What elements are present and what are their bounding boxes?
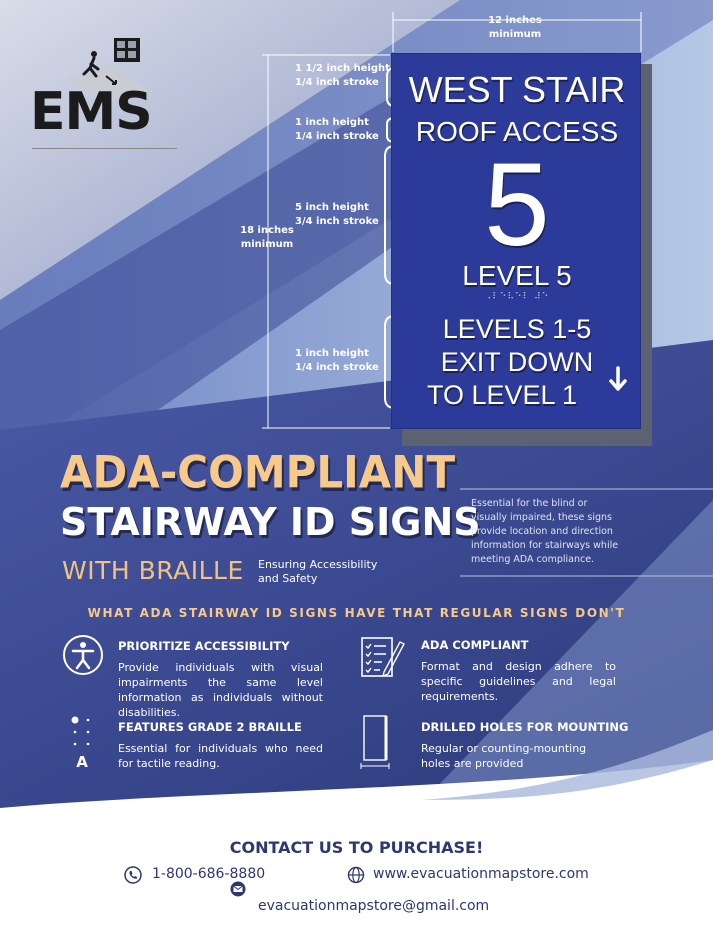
height-note: minimum [240, 239, 294, 250]
contact-phone[interactable]: 1-800-686-8880 [152, 866, 266, 882]
stairway-sign: WEST STAIR ROOF ACCESS 5 LEVEL 5 ⠠⠇⠑⠧⠑⠇ … [391, 53, 641, 429]
description-rule [460, 488, 713, 577]
contact-email[interactable]: evacuationmapstore@gmail.com [258, 898, 490, 914]
accessibility-icon [63, 635, 103, 675]
line4-height: 1 inch height [295, 348, 369, 359]
contact-website[interactable]: www.evacuationmapstore.com [373, 866, 589, 882]
hero-description: Essential for the blind or visually impa… [471, 498, 619, 565]
width-note: minimum [488, 29, 542, 40]
line3-stroke: 3/4 inch stroke [295, 216, 379, 227]
feature-3-body: Essential for individuals who need for t… [118, 742, 323, 770]
feature-2-title: ADA COMPLIANT [421, 638, 529, 652]
line4-stroke: 1/4 inch stroke [295, 362, 379, 373]
sign-number: 5 [484, 139, 550, 271]
line1-stroke: 1/4 inch stroke [295, 77, 379, 88]
hero-tagline: Ensuring Accessibility and Safety [258, 558, 408, 586]
checklist-icon [361, 637, 405, 678]
feature-1-title: PRIORITIZE ACCESSIBILITY [118, 639, 290, 653]
down-arrow-icon [609, 366, 627, 391]
hero-title-line-2: STAIRWAY ID SIGNS [60, 500, 481, 544]
sign-exit-1: LEVELS 1-5 [442, 314, 592, 344]
line2-height: 1 inch height [295, 117, 369, 128]
sign-line-2: ROOF ACCESS [415, 116, 619, 147]
line2-stroke: 1/4 inch stroke [295, 131, 379, 142]
dimension-guides [262, 12, 642, 429]
sign-exit-2: EXIT DOWN [440, 347, 594, 377]
line3-height: 5 inch height [295, 202, 369, 213]
phone-icon [124, 866, 142, 884]
feature-4-body: Regular or counting-mounting holes are p… [421, 742, 587, 770]
feature-3-title: FEATURES GRADE 2 BRAILLE [118, 720, 302, 734]
contact-title: CONTACT US TO PURCHASE! [229, 838, 484, 857]
globe-icon [347, 866, 365, 884]
hero-tagline-2: and Safety [258, 572, 318, 585]
height-dimension: 18 inches [240, 225, 294, 236]
svg-text:A: A [76, 753, 88, 770]
feature-2-body: Format and design adhere to specific gui… [421, 660, 616, 703]
line1-height: 1 1/2 inch height [295, 63, 390, 74]
features-heading: WHAT ADA STAIRWAY ID SIGNS HAVE THAT REG… [87, 606, 626, 620]
hero-tagline-1: Ensuring Accessibility [258, 558, 378, 571]
braille-icon: A [71, 716, 90, 770]
feature-4-title: DRILLED HOLES FOR MOUNTING [421, 720, 629, 734]
email-icon [230, 881, 246, 897]
sign-exit-3: TO LEVEL 1 [426, 380, 578, 410]
ems-logo-icon [32, 38, 177, 149]
feature-1-body: Provide individuals with visual impairme… [118, 661, 323, 719]
mounting-holes-icon [360, 715, 390, 769]
sign-braille: ⠠⠇⠑⠧⠑⠇ ⠼⠑ [484, 292, 550, 302]
brand-name: EMS [30, 82, 153, 142]
sign-line-1: WEST STAIR [408, 69, 626, 110]
width-dimension: 12 inches [488, 15, 542, 26]
hero-title-line-3: WITH BRAILLE [62, 556, 244, 585]
sign-level: LEVEL 5 [462, 260, 572, 291]
hero-title-line-1: ADA-COMPLIANT [60, 446, 456, 499]
